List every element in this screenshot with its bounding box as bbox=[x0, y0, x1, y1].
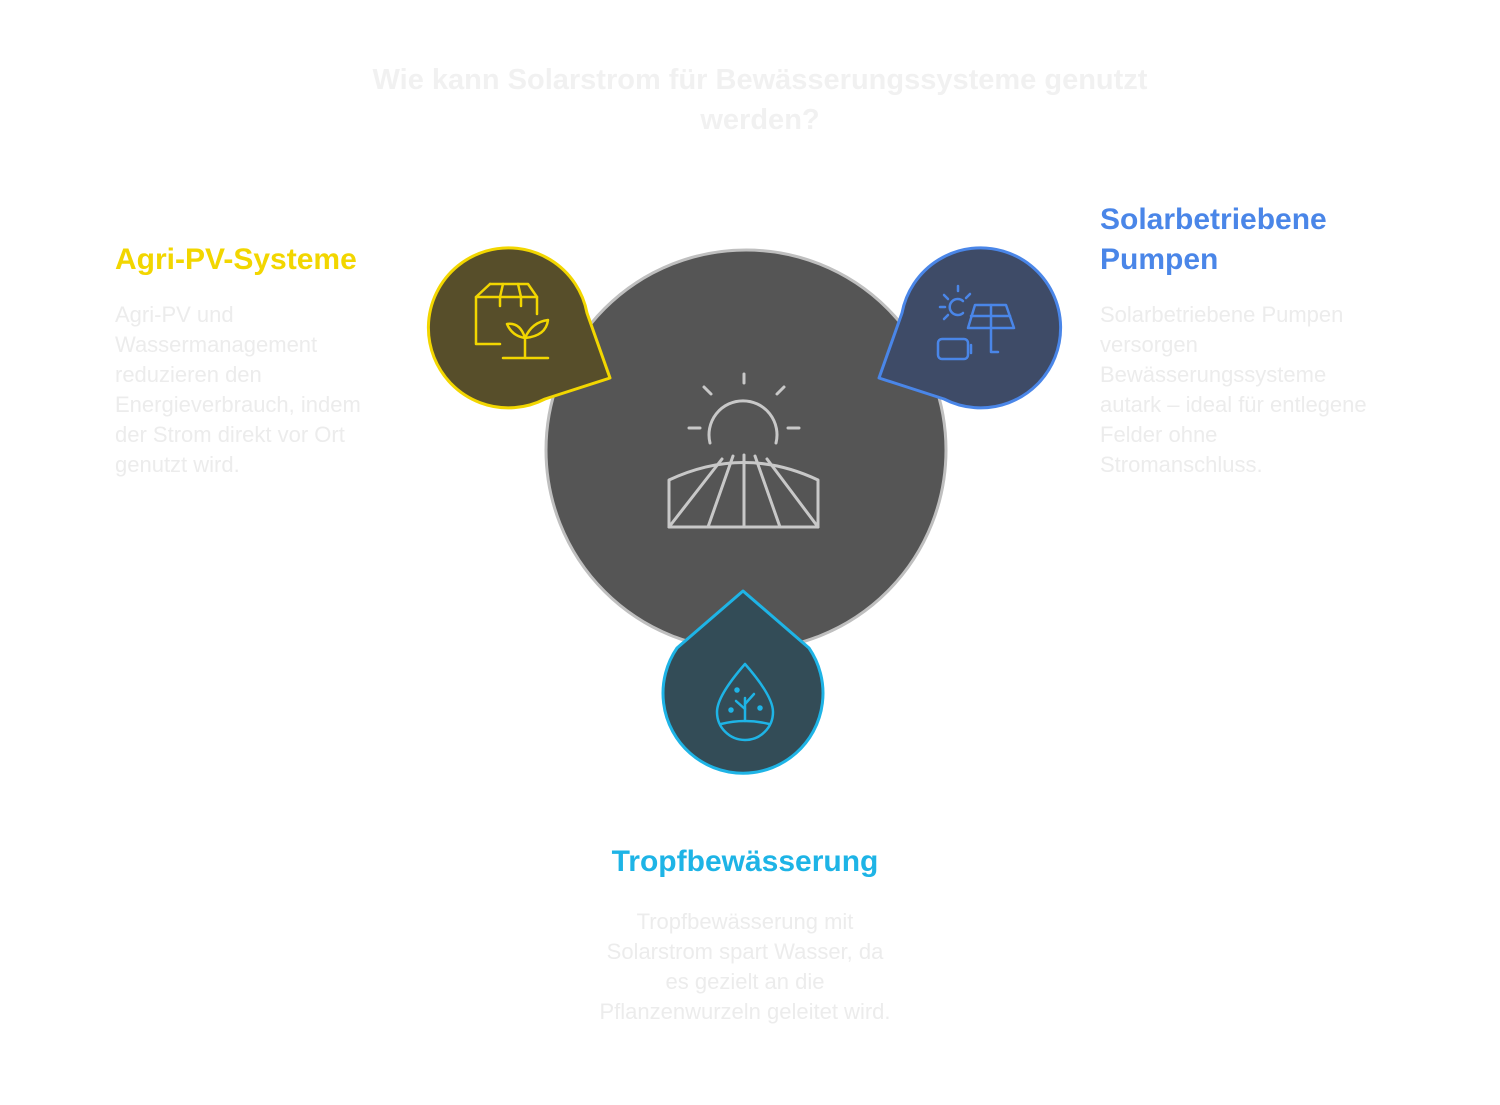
agri-pv-heading: Agri-PV-Systeme bbox=[115, 243, 357, 276]
solar-pumpen-description: Solarbetriebene Pumpen versorgen Bewässe… bbox=[1100, 302, 1367, 477]
tropf-description: Tropfbewässerung mit Solarstrom spart Wa… bbox=[599, 909, 891, 1024]
solar-panel-battery-icon bbox=[936, 284, 1016, 361]
tropf-heading: Tropfbewässerung bbox=[611, 845, 879, 878]
center-circle bbox=[544, 248, 948, 652]
sun-over-field-icon bbox=[667, 372, 820, 529]
page-title: Wie kann Solarstrom für Bewässerungssyst… bbox=[372, 64, 1148, 136]
water-drop-plant-icon bbox=[715, 662, 775, 742]
agri-pv-description: Agri-PV und Wassermanagement reduzieren … bbox=[115, 302, 361, 477]
tropf-drop bbox=[661, 589, 825, 775]
box-with-sprout-icon bbox=[474, 282, 550, 360]
solar-pumpen-heading: Solarbetriebene Pumpen bbox=[1100, 203, 1327, 276]
